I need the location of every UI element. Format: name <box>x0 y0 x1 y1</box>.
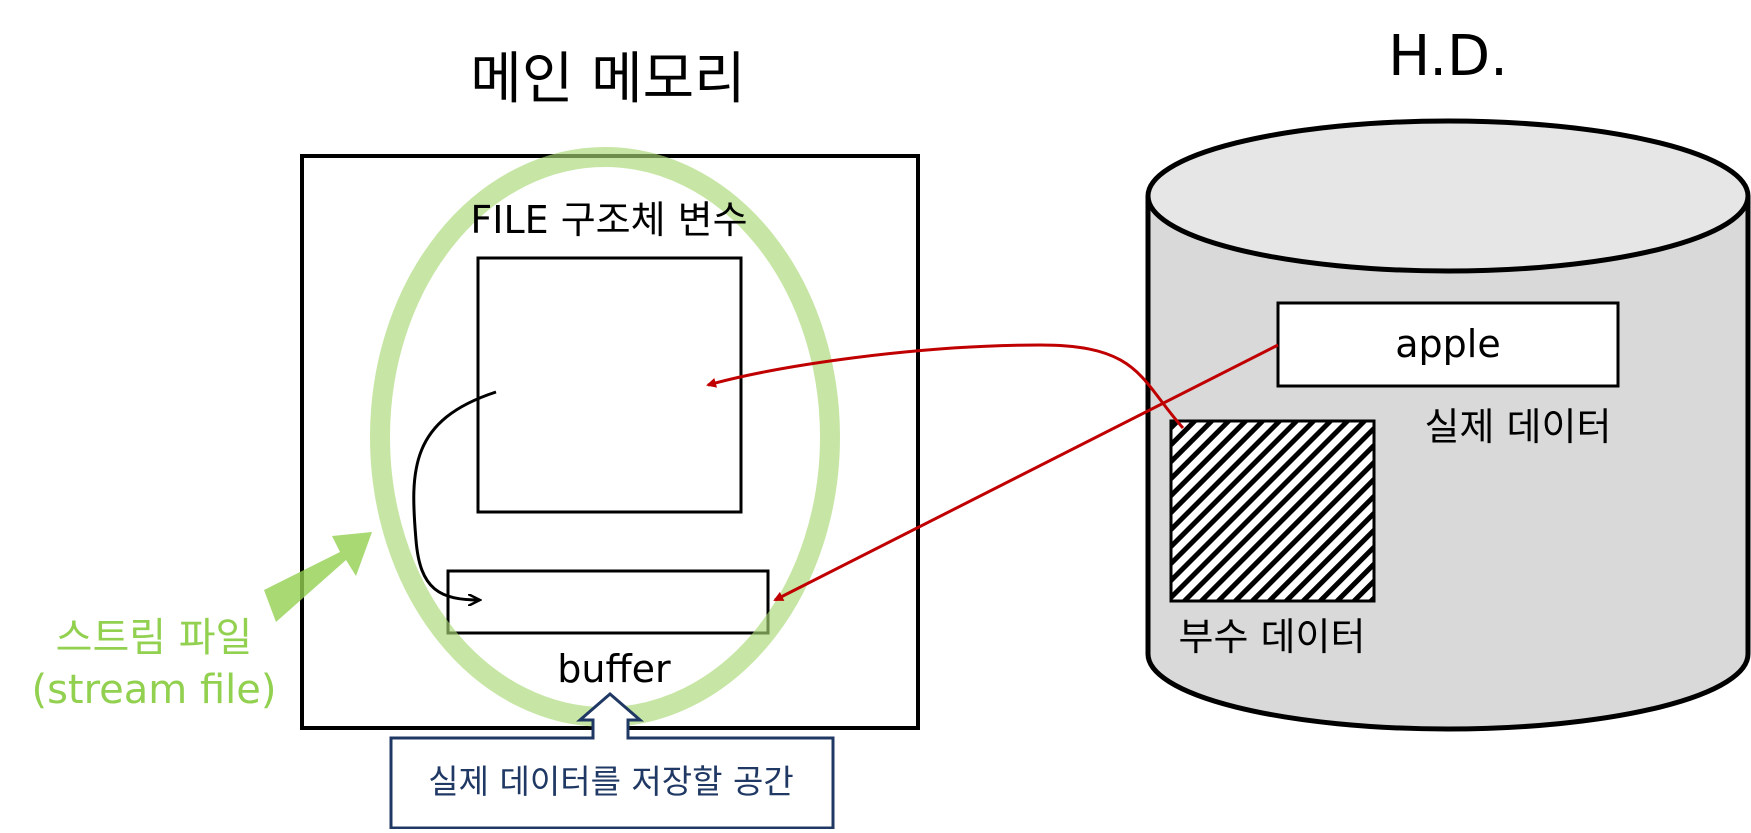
stream-file-label-en: (stream file) <box>31 667 276 713</box>
hard-disk-title: H.D. <box>1388 24 1508 89</box>
apple-box <box>1276 301 1620 388</box>
disk-top <box>1145 118 1751 274</box>
real-data-label: 실제 데이터 <box>1425 405 1612 449</box>
file-struct-box <box>476 256 743 514</box>
buffer-box <box>446 569 770 635</box>
struct-to-buffer-arrow <box>412 390 497 600</box>
apple-label: apple <box>1395 322 1500 366</box>
callout-box <box>389 692 835 830</box>
aux-data-label: 부수 데이터 <box>1179 615 1366 659</box>
aux-to-struct-arrow <box>706 343 1185 430</box>
stream-file-label-ko: 스트림 파일 <box>56 615 253 661</box>
callout-text: 실제 데이터를 저장할 공간 <box>428 762 793 801</box>
main-memory-title: 메인 메모리 <box>470 47 745 112</box>
file-struct-label: FILE 구조체 변수 <box>470 198 747 242</box>
real-to-buffer-arrow <box>773 343 1279 602</box>
stream-file-pointer-arrow <box>264 532 372 622</box>
buffer-label: buffer <box>557 647 671 691</box>
aux-data-box <box>1169 419 1376 603</box>
